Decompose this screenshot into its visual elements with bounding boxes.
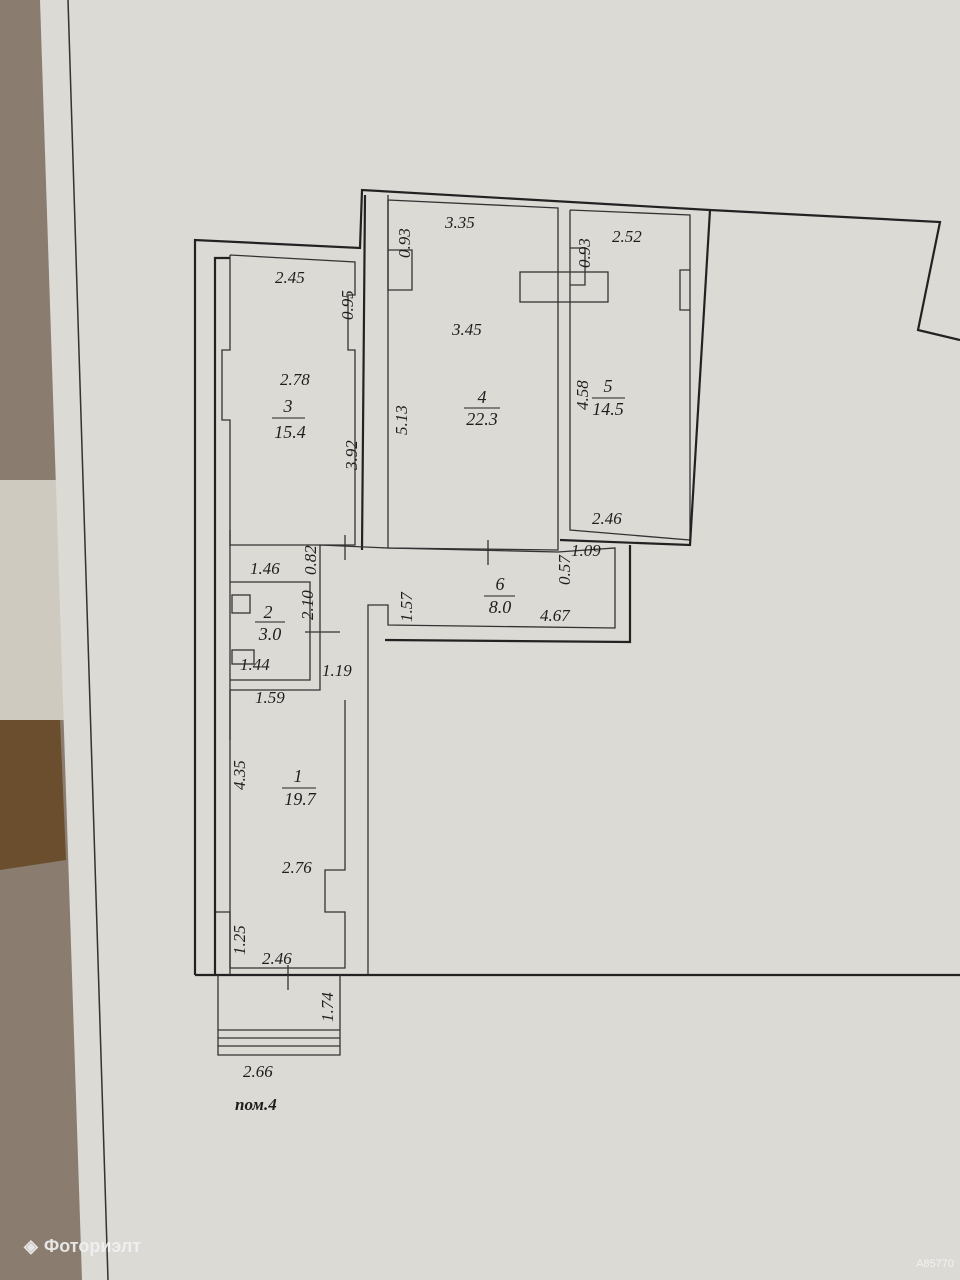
room-6-label: 6 8.0: [484, 574, 515, 617]
svg-text:2.52: 2.52: [612, 227, 642, 246]
svg-text:2.46: 2.46: [592, 509, 622, 528]
svg-text:15.4: 15.4: [274, 422, 306, 442]
watermark-code: A85770: [916, 1258, 954, 1270]
svg-text:3.0: 3.0: [258, 624, 282, 644]
svg-text:2.10: 2.10: [298, 590, 317, 620]
svg-text:2.76: 2.76: [282, 858, 312, 877]
room-1-label: 1 19.7: [282, 766, 317, 809]
svg-text:1.19: 1.19: [322, 661, 352, 680]
room-3-label: 3 15.4: [272, 396, 306, 442]
svg-text:1.46: 1.46: [250, 559, 280, 578]
svg-text:3.35: 3.35: [444, 213, 475, 232]
svg-text:22.3: 22.3: [466, 409, 498, 429]
svg-text:2.46: 2.46: [262, 949, 292, 968]
svg-text:2: 2: [264, 602, 273, 622]
plan-caption: пом.4: [235, 1095, 277, 1114]
watermark-logo: ◈ Фоториэлт: [24, 1236, 141, 1257]
svg-text:19.7: 19.7: [284, 789, 317, 809]
svg-text:0.93: 0.93: [575, 238, 594, 268]
svg-text:6: 6: [496, 574, 505, 594]
svg-text:8.0: 8.0: [489, 597, 512, 617]
svg-text:4.67: 4.67: [540, 606, 571, 625]
room-2-label: 2 3.0: [255, 602, 285, 644]
svg-text:1.57: 1.57: [397, 591, 416, 622]
papers-on-desk: [0, 480, 70, 720]
room-5-label: 5 14.5: [592, 376, 625, 419]
svg-text:3.92: 3.92: [342, 440, 361, 471]
svg-text:4: 4: [478, 387, 487, 407]
svg-text:0.82: 0.82: [301, 545, 320, 575]
svg-text:2.78: 2.78: [280, 370, 310, 389]
svg-text:1: 1: [294, 766, 303, 786]
svg-text:0.93: 0.93: [395, 228, 414, 258]
clipboard: [0, 720, 66, 870]
watermark-brand: Фоториэлт: [43, 1236, 142, 1256]
svg-text:1.74: 1.74: [318, 992, 337, 1022]
brand-diamond-icon: ◈: [24, 1236, 38, 1256]
svg-text:2.45: 2.45: [275, 268, 305, 287]
dimension-labels: 2.45 0.95 2.78 3.92 0.93 3.35 3.45 5.13 …: [230, 213, 642, 1081]
svg-text:14.5: 14.5: [592, 399, 624, 419]
svg-text:3.45: 3.45: [451, 320, 482, 339]
walls: [193, 188, 960, 1056]
svg-text:4.35: 4.35: [230, 760, 249, 790]
svg-text:5: 5: [604, 376, 613, 396]
svg-text:1.09: 1.09: [571, 541, 601, 560]
svg-text:4.58: 4.58: [573, 380, 592, 410]
svg-text:0.57: 0.57: [555, 554, 574, 585]
svg-text:1.59: 1.59: [255, 688, 285, 707]
room-4-label: 4 22.3: [464, 387, 500, 429]
svg-text:2.66: 2.66: [243, 1062, 273, 1081]
border-line: [67, 0, 109, 1280]
svg-text:0.95: 0.95: [338, 290, 357, 320]
svg-text:1.25: 1.25: [230, 925, 249, 955]
svg-text:3: 3: [283, 396, 293, 416]
svg-text:5.13: 5.13: [392, 405, 411, 435]
svg-text:1.44: 1.44: [240, 655, 270, 674]
